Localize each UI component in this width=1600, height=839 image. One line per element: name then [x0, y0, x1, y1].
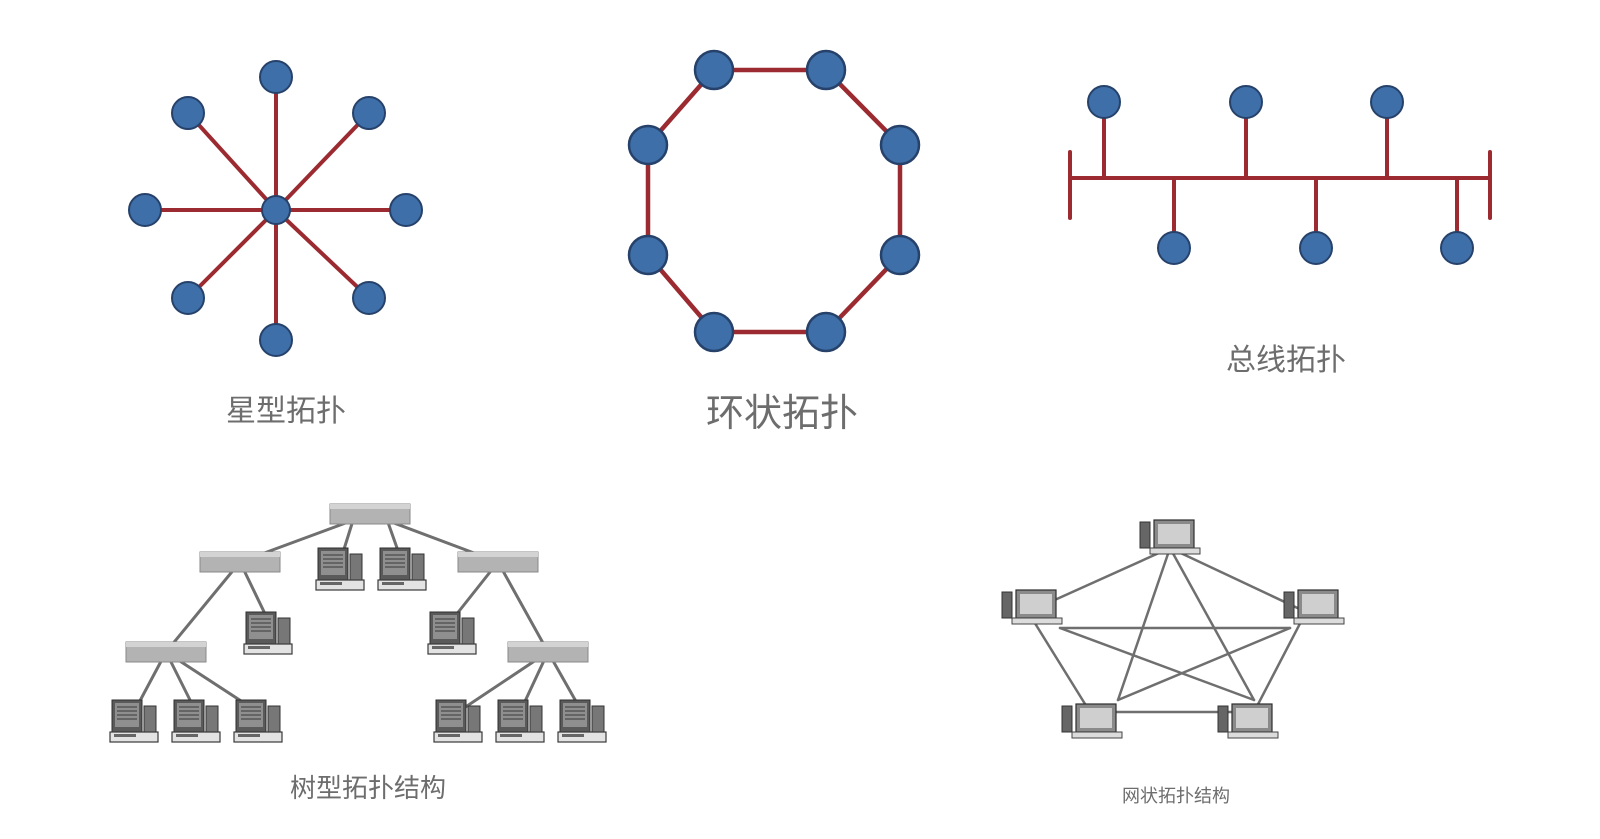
- star-node: [259, 323, 293, 357]
- computer-icon: [1139, 519, 1201, 555]
- star-node: [171, 96, 205, 130]
- computer-icon: [495, 699, 545, 743]
- ring-links: [645, 67, 903, 335]
- ring-node: [693, 49, 735, 91]
- ring-caption: 环状拓扑: [706, 391, 858, 435]
- bus-node: [1299, 231, 1333, 265]
- computer-icon: [1061, 703, 1123, 739]
- star-nodes: [128, 60, 423, 357]
- computer-icon: [243, 611, 293, 655]
- star-caption: 星型拓扑: [226, 394, 346, 429]
- ring-nodes: [627, 49, 921, 353]
- bus-topology: 总线拓扑: [1068, 85, 1492, 378]
- ring-node: [805, 49, 847, 91]
- switch-icon: [457, 551, 539, 573]
- star-node: [128, 193, 162, 227]
- star-hub-node: [261, 195, 291, 225]
- ring-node: [879, 124, 921, 166]
- computer-icon: [315, 547, 365, 591]
- star-node: [352, 281, 386, 315]
- ring-node: [627, 124, 669, 166]
- ring-topology: 环状拓扑: [627, 49, 921, 435]
- bus-node: [1087, 85, 1121, 119]
- bus-node: [1229, 85, 1263, 119]
- bus-node: [1370, 85, 1404, 119]
- bus-nodes: [1087, 85, 1474, 265]
- ring-node: [693, 311, 735, 353]
- bus-caption: 总线拓扑: [1226, 343, 1346, 378]
- ring-node: [627, 234, 669, 276]
- ring-node: [879, 234, 921, 276]
- star-node: [352, 96, 386, 130]
- mesh-links: [1026, 546, 1308, 714]
- computer-icon: [433, 699, 483, 743]
- switch-icon: [329, 503, 411, 525]
- mesh-caption: 网状拓扑结构: [1122, 786, 1230, 807]
- star-node: [171, 281, 205, 315]
- tree-topology: 树型拓扑结构: [109, 503, 607, 804]
- computer-icon: [1217, 703, 1279, 739]
- star-node: [389, 193, 423, 227]
- tree-links: [132, 512, 584, 714]
- tree-caption: 树型拓扑结构: [290, 774, 446, 804]
- switch-icon: [199, 551, 281, 573]
- star-links: [143, 75, 408, 342]
- star-topology: 星型拓扑: [128, 60, 423, 429]
- ring-node: [805, 311, 847, 353]
- computer-icon: [557, 699, 607, 743]
- mesh-topology: 网状拓扑结构: [1001, 519, 1345, 807]
- bus-node: [1157, 231, 1191, 265]
- computer-icon: [233, 699, 283, 743]
- switch-icon: [125, 641, 207, 663]
- star-node: [259, 60, 293, 94]
- bus-node: [1440, 231, 1474, 265]
- computer-icon: [109, 699, 159, 743]
- computer-icon: [427, 611, 477, 655]
- computer-icon: [1283, 589, 1345, 625]
- switch-icon: [507, 641, 589, 663]
- computer-icon: [171, 699, 221, 743]
- computer-icon: [1001, 589, 1063, 625]
- computer-icon: [377, 547, 427, 591]
